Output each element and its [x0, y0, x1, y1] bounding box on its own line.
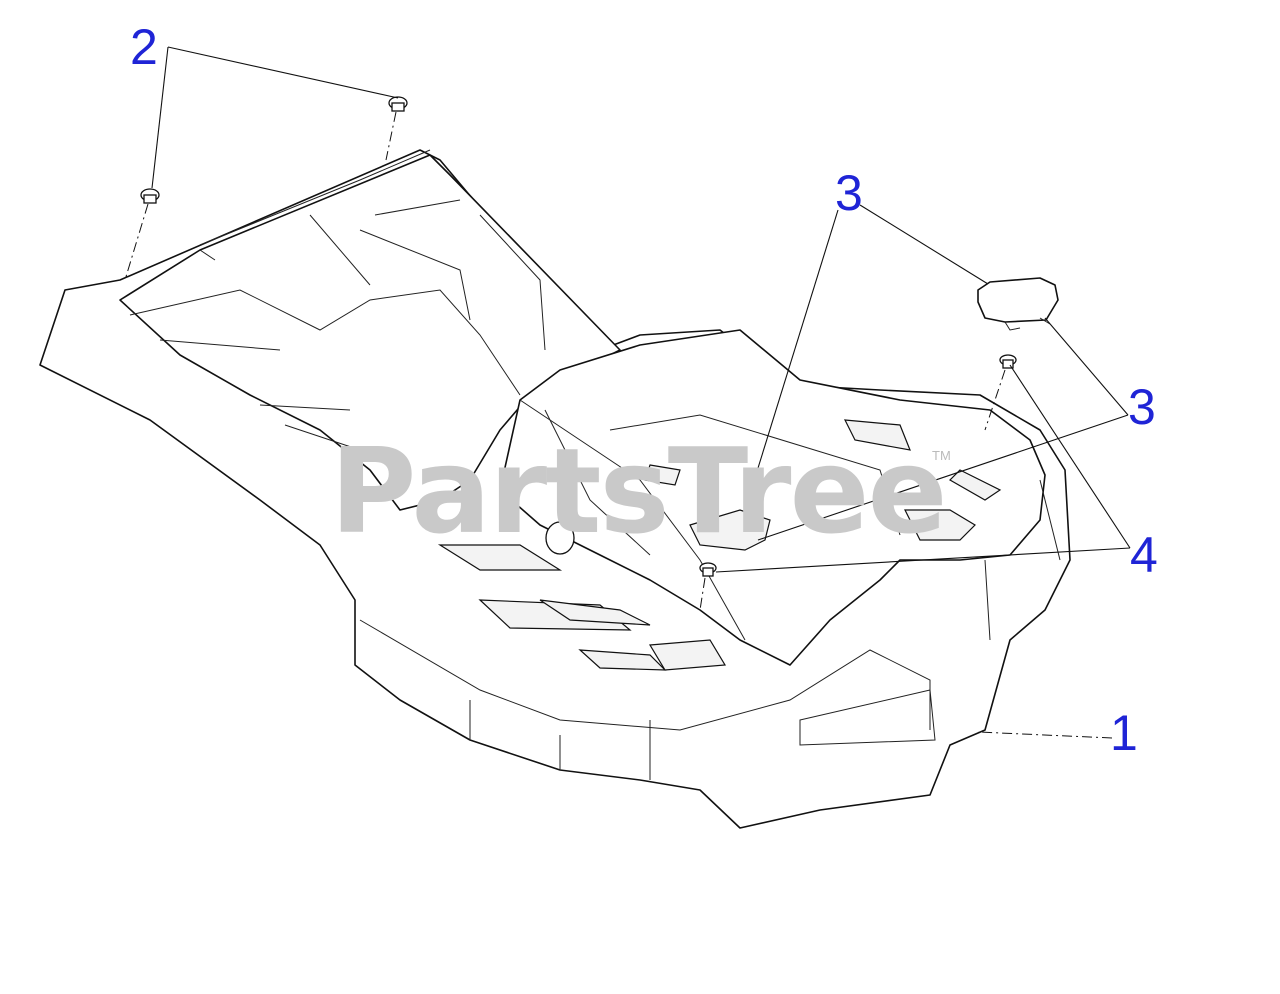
- watermark: PartsTree: [330, 422, 948, 560]
- seat-tub: [499, 329, 1046, 666]
- callout-2: 2: [130, 19, 158, 75]
- leader-lines: [151, 46, 1131, 739]
- screw-part-4-left: [699, 562, 717, 577]
- screw-part-2-left: [140, 188, 160, 204]
- cover-cap-upper: [977, 277, 1059, 323]
- screw-part-2-right: [388, 96, 408, 112]
- screw-part-4-right: [999, 354, 1017, 369]
- callout-3-right: 3: [1128, 379, 1156, 435]
- callout-3-upper: 3: [835, 165, 863, 221]
- cover-plate-lower: [689, 509, 771, 551]
- callout-4: 4: [1130, 527, 1158, 583]
- footrest-floor: [119, 154, 621, 511]
- callout-1: 1: [1110, 705, 1138, 761]
- watermark-trademark: TM: [932, 448, 951, 463]
